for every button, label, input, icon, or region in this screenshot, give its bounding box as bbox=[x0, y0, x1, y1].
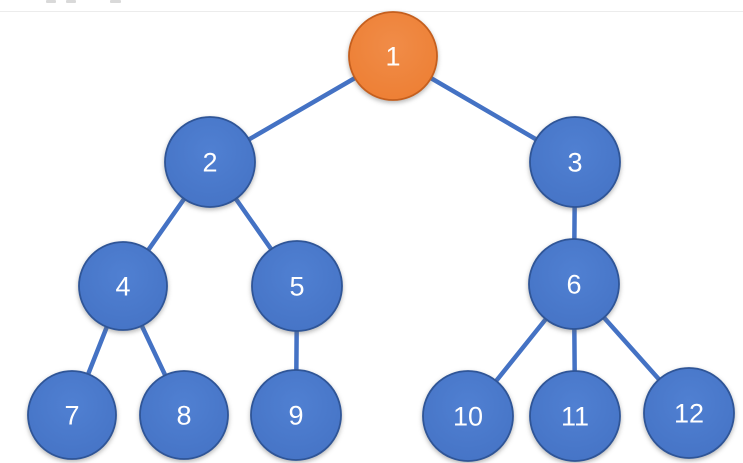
node-circle-5 bbox=[251, 240, 343, 332]
tree-node-label-4: 4 bbox=[115, 272, 130, 302]
tree-node-label-9: 9 bbox=[288, 401, 303, 431]
cropped-text-remnant bbox=[110, 0, 121, 3]
node-circle-4 bbox=[78, 241, 168, 331]
tree-node-8: 8 bbox=[139, 370, 229, 460]
tree-node-label-6: 6 bbox=[566, 270, 581, 300]
top-divider bbox=[0, 11, 743, 12]
tree-node-label-11: 11 bbox=[561, 402, 589, 432]
node-circle-7 bbox=[27, 370, 117, 460]
tree-node-label-1: 1 bbox=[385, 42, 400, 72]
tree-node-7: 7 bbox=[27, 370, 117, 460]
tree-node-label-7: 7 bbox=[64, 401, 79, 431]
tree-node-9: 9 bbox=[250, 369, 342, 461]
tree-node-11: 11 bbox=[529, 370, 621, 462]
tree-node-4: 4 bbox=[78, 241, 168, 331]
tree-edges bbox=[69, 53, 692, 419]
node-circle-3 bbox=[529, 116, 621, 208]
tree-node-label-10: 10 bbox=[453, 402, 483, 432]
tree-node-6: 6 bbox=[528, 238, 620, 330]
node-circle-2 bbox=[164, 116, 256, 208]
tree-node-12: 12 bbox=[643, 367, 735, 459]
tree-node-3: 3 bbox=[529, 116, 621, 208]
node-circle-12 bbox=[643, 367, 735, 459]
tree-node-5: 5 bbox=[251, 240, 343, 332]
tree-node-10: 10 bbox=[422, 370, 514, 462]
node-circle-8 bbox=[139, 370, 229, 460]
node-circle-10 bbox=[422, 370, 514, 462]
tree-node-label-5: 5 bbox=[289, 272, 304, 302]
tree-node-label-3: 3 bbox=[567, 148, 582, 178]
tree-node-2: 2 bbox=[164, 116, 256, 208]
node-circle-6 bbox=[528, 238, 620, 330]
cropped-text-remnant bbox=[66, 0, 76, 3]
node-circle-9 bbox=[250, 369, 342, 461]
node-circle-11 bbox=[529, 370, 621, 462]
cropped-text-remnant bbox=[46, 0, 56, 3]
tree-node-label-8: 8 bbox=[176, 401, 191, 431]
root-node-circle-1 bbox=[348, 11, 438, 101]
tree-node-label-12: 12 bbox=[674, 399, 704, 429]
tree-node-label-2: 2 bbox=[202, 148, 217, 178]
tree-node-1: 1 bbox=[348, 11, 438, 101]
